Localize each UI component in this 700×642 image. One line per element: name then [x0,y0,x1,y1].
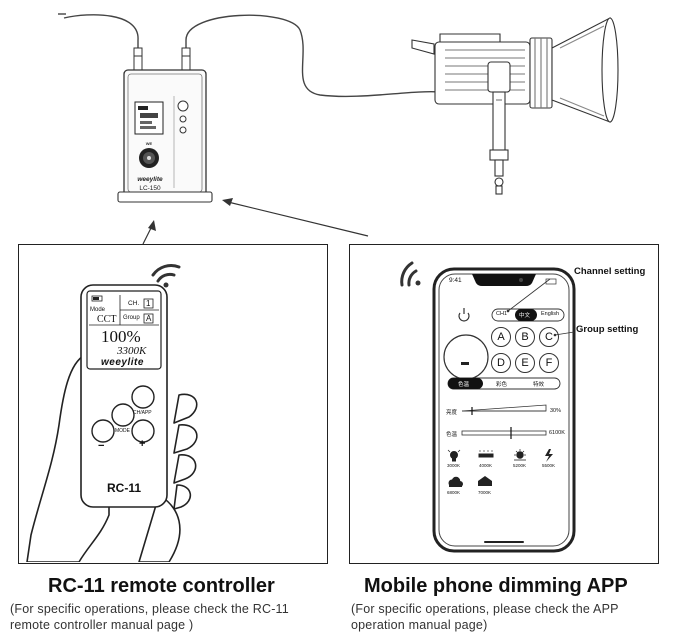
channel-option-chinese[interactable]: 中文 [519,313,531,319]
preset-value[interactable]: 5200K [513,463,527,468]
controller-box [117,69,213,203]
wireless-signal-icon [151,264,181,288]
preset-value[interactable]: 4000K [479,463,493,468]
preset-value[interactable]: 5500K [542,463,556,468]
callout-lines [506,278,575,337]
ch-app-button [131,385,155,409]
phone-notch [472,274,536,286]
connector-left [133,47,143,71]
group-d-button[interactable]: D [497,357,505,369]
remote-brightness: 100% [101,327,141,346]
left-caption-sub: (For specific operations, please check t… [10,601,340,633]
right-caption-sub: (For specific operations, please check t… [351,601,691,633]
controller-knob-label: WE [146,141,153,146]
mode-label: MODE [115,428,130,434]
remote-illustration [26,264,198,562]
channel-setting-callout: Channel setting [574,266,646,277]
remote-group-value: A [146,314,152,323]
plus-label: + [139,438,146,450]
flash-icon [545,449,553,462]
controller-brand: weeylite [137,176,163,183]
channel-option-english[interactable]: English [541,311,560,317]
right-caption-title: Mobile phone dimming APP [364,575,628,597]
right-caption-line2: operation manual page) [351,618,488,632]
cct-label: 色温 [446,432,458,438]
arrow-remote-to-controller [142,220,156,245]
power-button-icon [177,100,189,112]
remote-body [80,284,168,508]
cloud-icon [448,476,463,487]
controller-model: LC-150 [139,185,161,192]
wireless-signal-icon [400,261,421,287]
remote-mode-label: Mode [90,307,106,313]
brightness-value: 30% [550,408,562,414]
cct-value: 6100K [549,430,565,436]
power-icon [458,308,470,322]
light-head [411,17,619,195]
mode-button [111,403,135,427]
brightness-label: 亮度 [446,410,458,416]
connector-right [181,47,191,71]
remote-buttons [91,385,155,443]
fluorescent-icon [478,450,494,458]
house-shade-icon [478,476,492,486]
cable-right [185,14,441,98]
group-f-button[interactable]: F [545,357,553,369]
right-caption-line1: (For specific operations, please check t… [351,602,619,616]
app-panel: 9:41 CH1 中文 English A B C D E F 色温 彩色 特效… [349,244,659,564]
tab-cct[interactable]: 色温 [458,381,470,388]
remote-model: RC-11 [107,481,142,495]
left-caption-line2: remote controller manual page ) [10,618,194,632]
cable-left [58,13,139,55]
group-b-button[interactable]: B [521,331,529,343]
phone-time: 9:41 [449,277,462,284]
group-e-button[interactable]: E [521,357,529,369]
top-illustration: WE weeylite LC-150 [58,13,619,245]
left-caption-title: RC-11 remote controller [48,575,275,597]
group-c-button[interactable]: C [545,331,553,343]
plus-button [131,419,155,443]
remote-cct: 3300K [117,345,147,357]
brightness-dial [443,334,489,380]
remote-brand: weeylite [101,357,144,368]
remote-group-label: Group [123,315,140,321]
preset-value[interactable]: 6800K [447,490,461,495]
preset-icons [447,449,553,487]
phone-illustration [400,261,576,553]
channel-option-ch1[interactable]: CH1 [496,311,508,317]
preset-value[interactable]: 7000K [478,490,492,495]
remote-panel: Mode CCT CH. 1 Group A 100% 3300K weeyli… [18,244,328,564]
tab-color[interactable]: 彩色 [496,381,508,388]
remote-channel-value: 1 [146,299,151,308]
remote-channel-label: CH. [128,300,140,307]
tab-effects[interactable]: 特效 [533,381,545,388]
sun-icon [514,449,526,461]
ch-app-label: CH/APP [133,410,152,416]
minus-button [91,419,115,443]
bulb-icon [447,449,461,462]
remote-mode-value: CCT [97,314,117,325]
left-caption-line1: (For specific operations, please check t… [10,602,289,616]
group-setting-callout: Group setting [576,324,639,335]
minus-label: − [98,440,105,452]
arrow-phone-to-controller [222,198,369,237]
preset-value[interactable]: 3000K [447,463,461,468]
group-a-button[interactable]: A [497,331,505,343]
